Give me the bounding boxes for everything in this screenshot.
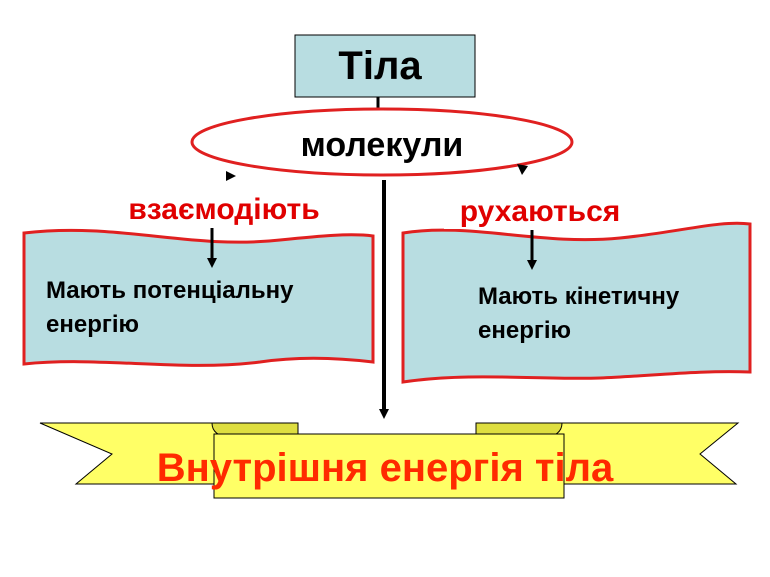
bodies-title: Тіла (338, 43, 422, 88)
molecules-label: молекули (300, 125, 464, 164)
left-scroll-banner (22, 228, 375, 367)
move-label: рухаються (459, 195, 621, 228)
arrow-ellipse-right (517, 164, 528, 175)
arrow-ellipse-left (226, 171, 236, 181)
potential-energy-text: Мають потенціальну енергію (46, 277, 294, 338)
left-label-background (112, 195, 336, 227)
bottom-ribbon-center (213, 433, 565, 499)
internal-energy-label: Внутрішня енергія тіла (156, 445, 614, 490)
right-label-background (444, 197, 634, 229)
interact-label: взаємодіють (128, 193, 320, 226)
kinetic-energy-text: Мають кінетичну енергію (478, 283, 680, 344)
right-scroll-banner (401, 221, 752, 384)
top-box (294, 34, 476, 98)
molecules-ellipse (190, 107, 574, 177)
